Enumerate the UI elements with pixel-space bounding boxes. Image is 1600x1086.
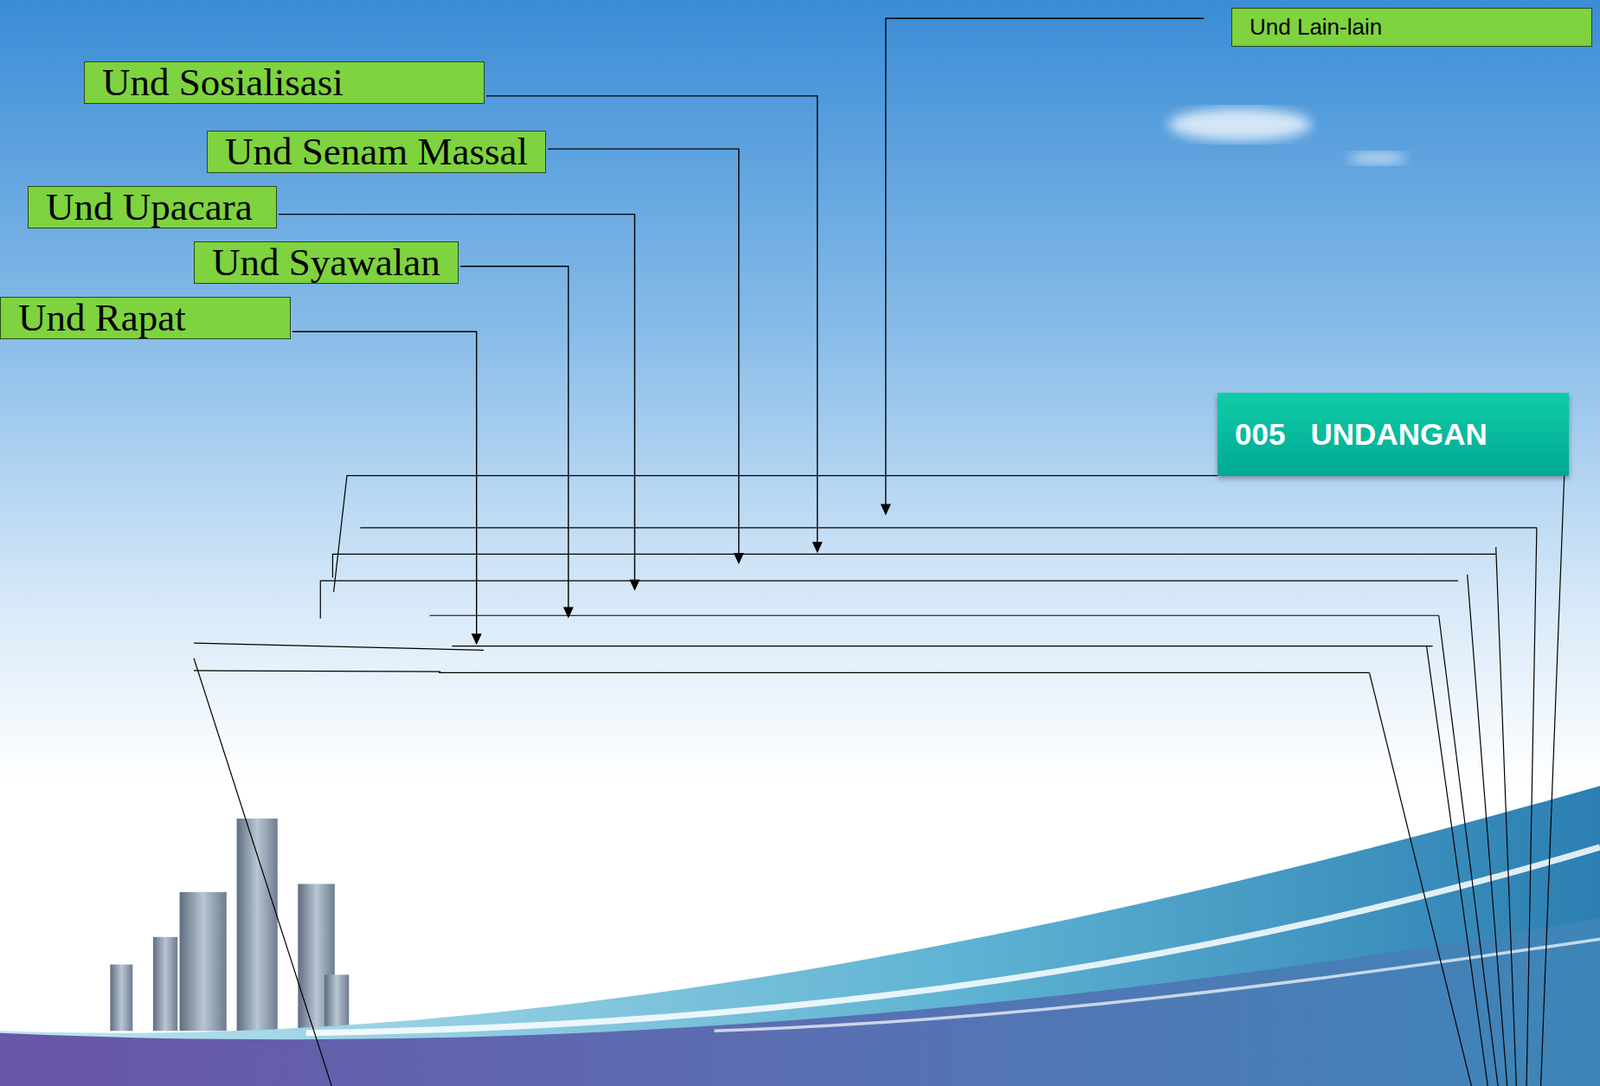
category-box: Und Rapat bbox=[0, 296, 291, 340]
arrow-head bbox=[733, 552, 745, 565]
leader-line bbox=[292, 331, 477, 635]
category-box: Und Lain-lain bbox=[1231, 7, 1593, 47]
leader-line bbox=[547, 148, 739, 554]
arrow-head bbox=[812, 541, 823, 553]
box-label: 005 UNDANGAN bbox=[1234, 417, 1488, 452]
box-label: Und Senam Massal bbox=[224, 131, 528, 173]
box-label: Und Rapat bbox=[18, 297, 187, 339]
category-box: Und Upacara bbox=[27, 186, 277, 229]
leader-line bbox=[886, 18, 1205, 505]
box-label: Und Upacara bbox=[45, 186, 253, 228]
category-box: Und Senam Massal bbox=[206, 130, 547, 174]
arrow-head bbox=[629, 579, 640, 592]
box-label: Und Syawalan bbox=[212, 242, 441, 283]
box-label: Und Lain-lain bbox=[1249, 8, 1382, 46]
arrow-head bbox=[471, 633, 482, 645]
arrow-head bbox=[563, 607, 574, 619]
category-box: Und Sosialisasi bbox=[83, 61, 485, 104]
main-heading-box: 005 UNDANGAN bbox=[1217, 392, 1569, 476]
category-box: Und Syawalan bbox=[193, 241, 459, 284]
box-label: Und Sosialisasi bbox=[102, 62, 344, 103]
arrow-head bbox=[880, 504, 892, 516]
